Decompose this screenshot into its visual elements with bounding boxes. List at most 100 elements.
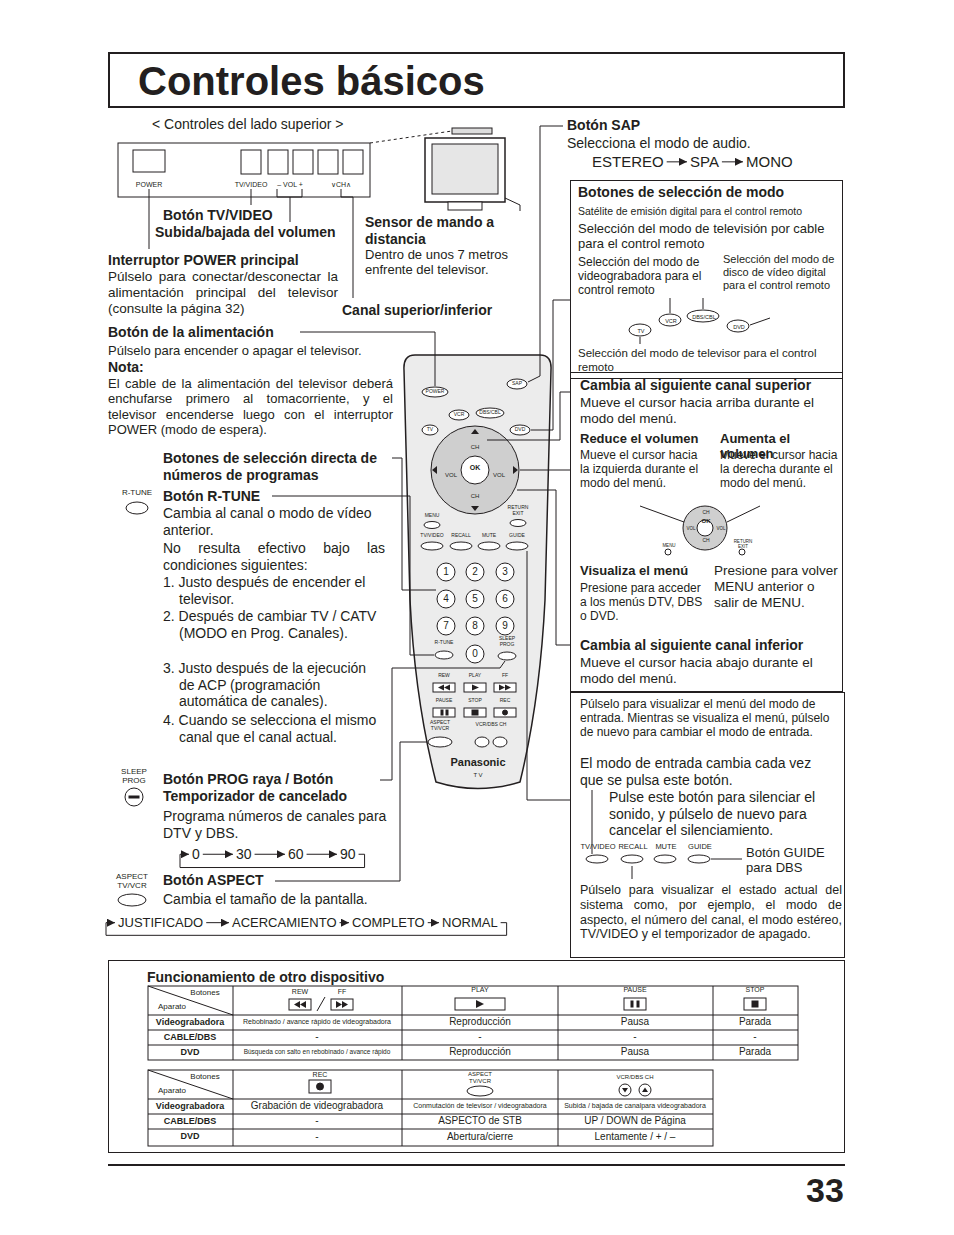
table-rule (148, 1045, 798, 1046)
callout-box: Botones de selección de modoSatélite de … (570, 180, 843, 379)
label-text: DVD (148, 1047, 232, 1058)
remote-body (404, 355, 551, 789)
icon-symbol (472, 685, 479, 691)
table-rule (558, 1070, 559, 1146)
leader-line (632, 866, 633, 879)
icon-symbol (642, 1088, 648, 1093)
label-text: STOP (463, 698, 487, 704)
label-text: JUSTIFICADO (118, 915, 203, 930)
leader-line (517, 490, 570, 645)
label-text: 9 (498, 620, 512, 632)
button-symbol (727, 320, 749, 332)
node-text: VCR (661, 318, 681, 324)
table-rule (402, 1070, 403, 1146)
table-rule (148, 986, 233, 1015)
button-symbol (654, 855, 676, 863)
table-frame (148, 1070, 713, 1146)
panel-button (343, 150, 363, 174)
label-text: VCR/DBS CH (473, 722, 509, 728)
icon-symbol (476, 1000, 484, 1008)
node-text: DVD (729, 324, 749, 330)
button-symbol (496, 590, 514, 608)
table-rule (148, 1030, 798, 1031)
flow-arrow (722, 161, 743, 162)
tv-stand (448, 202, 482, 210)
node-text: Mueve el cursor hacia la derecha durante… (720, 448, 838, 490)
button-symbol (466, 563, 484, 581)
icon-symbol (503, 710, 508, 715)
leader-line (487, 392, 570, 440)
icon-symbol (446, 710, 448, 715)
label-text: Selecciona el modo de audio. (567, 135, 807, 152)
button-symbol (421, 542, 443, 550)
label-text: Canal superior/inferior (342, 302, 522, 319)
ok-button (461, 456, 489, 484)
button-symbol (498, 652, 516, 660)
label-text: ASPECT TV/VCR (107, 872, 157, 891)
loop-arrow (180, 854, 365, 867)
label-text: 3. Justo después de la ejecución de ACP … (163, 660, 385, 710)
label-text: Panasonic (438, 756, 518, 769)
button-symbol (424, 522, 440, 529)
node-text: OK (698, 518, 714, 525)
label-text: 33 (806, 1170, 844, 1210)
node-text: Satélite de emisión digital para el cont… (578, 205, 844, 217)
label-text: Púlselo para conectar/desconectar la ali… (108, 269, 338, 317)
label-text: REW (285, 988, 315, 996)
button-symbol (496, 563, 514, 581)
label-text: CABLE/DBS (148, 1032, 232, 1043)
label-text: R-TUNE (431, 640, 457, 646)
icon-symbol (300, 1001, 306, 1008)
label-text: Botón SAP (567, 117, 687, 134)
label-text: GUIDE (504, 533, 530, 539)
label-text: Parada (715, 1046, 795, 1058)
label-text: POWER (422, 389, 448, 395)
label-text: PLAY (460, 986, 500, 994)
icon-symbol (752, 1001, 758, 1007)
label-text: Subida / bajada de canalpara videograbad… (558, 1102, 712, 1110)
label-text: ASPECTO de STB (405, 1115, 555, 1127)
label-text: Botón de la alimentación (108, 324, 328, 341)
label-text: RECALL (448, 533, 474, 539)
label-text: 2 (468, 566, 482, 578)
label-text: 4. Cuando se selecciona el mismo canal q… (163, 712, 385, 745)
label-text: 2. Después de cambiar TV / CATV (MODO en… (163, 608, 385, 641)
leader-line (750, 318, 770, 325)
label-text: 1 (439, 566, 453, 578)
label-text: TV/VIDEO (418, 533, 446, 539)
button-symbol (619, 1084, 631, 1096)
tv-top (452, 128, 492, 134)
leader-line (505, 198, 520, 211)
arrow-right (513, 466, 518, 474)
label-text: TV (423, 427, 437, 433)
label-text: ASPECT TV/VCR (458, 1071, 502, 1085)
label-text: 3 (498, 566, 512, 578)
icon-symbol (441, 710, 443, 715)
button-symbol (624, 998, 646, 1010)
callout-box: Púlselo para visualizar el menú del modo… (570, 692, 845, 958)
label-text: Botones (183, 988, 227, 997)
tv-frame (425, 138, 505, 202)
node-text: Pulse este botón para silenciar el sonid… (609, 789, 839, 839)
icon-symbol (129, 796, 139, 798)
leader-line (392, 458, 436, 590)
button-symbol (309, 1080, 331, 1093)
navigation-pad (431, 426, 519, 514)
leader-line (640, 506, 684, 522)
label-text: - (237, 1031, 397, 1043)
flow-arrow (428, 922, 439, 923)
label-text: Aparato (150, 1002, 194, 1011)
button-symbol (125, 788, 143, 806)
label-text: 60 (288, 846, 304, 863)
panel-button (268, 150, 288, 174)
node-text: Mueve el cursor hacia abajo durante el m… (580, 655, 842, 687)
node-text: Selección del modo de televisor para el … (578, 347, 840, 374)
leader-line (703, 298, 704, 309)
node-text: Presione para volver MENU anterior o sal… (714, 563, 839, 611)
label-text: 6 (498, 593, 512, 605)
table-rule (233, 1070, 234, 1146)
panel-button (293, 150, 313, 174)
button-symbol (466, 617, 484, 635)
label-text: ACERCAMIENTO (232, 915, 337, 930)
label-text: ESTEREO (592, 153, 664, 171)
